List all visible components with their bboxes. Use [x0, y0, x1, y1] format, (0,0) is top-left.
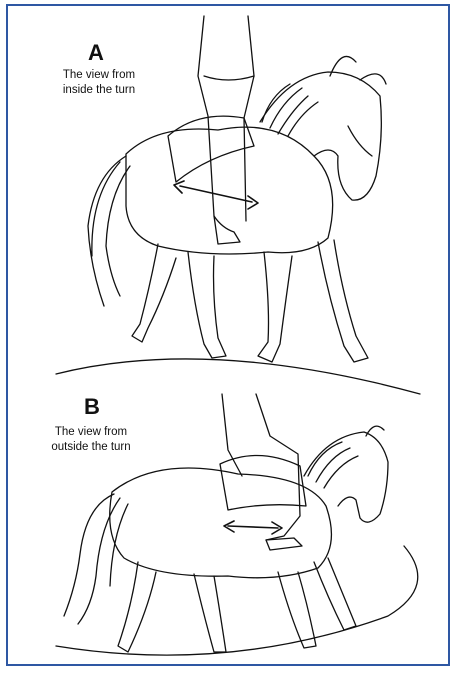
figure-frame: A The view from inside the turn B The vi…: [6, 4, 450, 666]
panel-b-illustration: [8, 6, 452, 668]
ground-arc-b: [56, 546, 418, 655]
